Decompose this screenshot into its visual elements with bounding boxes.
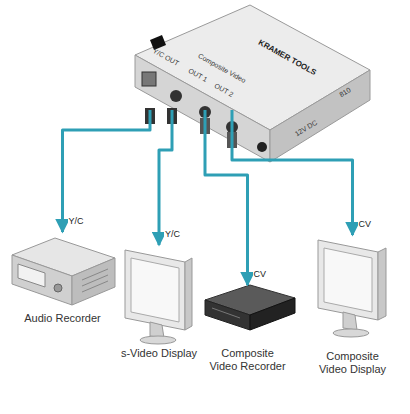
audio-recorder: Audio Recorder (5, 232, 120, 325)
signal-label: CV (358, 219, 373, 230)
video-cable (63, 110, 151, 232)
device-label: s-Video Display (119, 347, 199, 360)
video-cable (159, 110, 172, 245)
video-cable (232, 110, 353, 235)
device-label: Composite Video Display (317, 350, 389, 376)
brand-text: KRAMER TOOLS (257, 38, 318, 77)
signal-label: Y/C (68, 216, 85, 227)
video-cable (205, 110, 248, 285)
video-display: Composite Video Display (305, 235, 400, 376)
video-recorder: Composite Video Recorder (200, 285, 295, 373)
signal-label: Y/C (164, 229, 181, 240)
device-label: Audio Recorder (8, 312, 118, 325)
signal-label: CV (253, 269, 268, 280)
svideo-display: s-Video Display (118, 245, 200, 360)
device-label: Composite Video Recorder (209, 347, 287, 373)
